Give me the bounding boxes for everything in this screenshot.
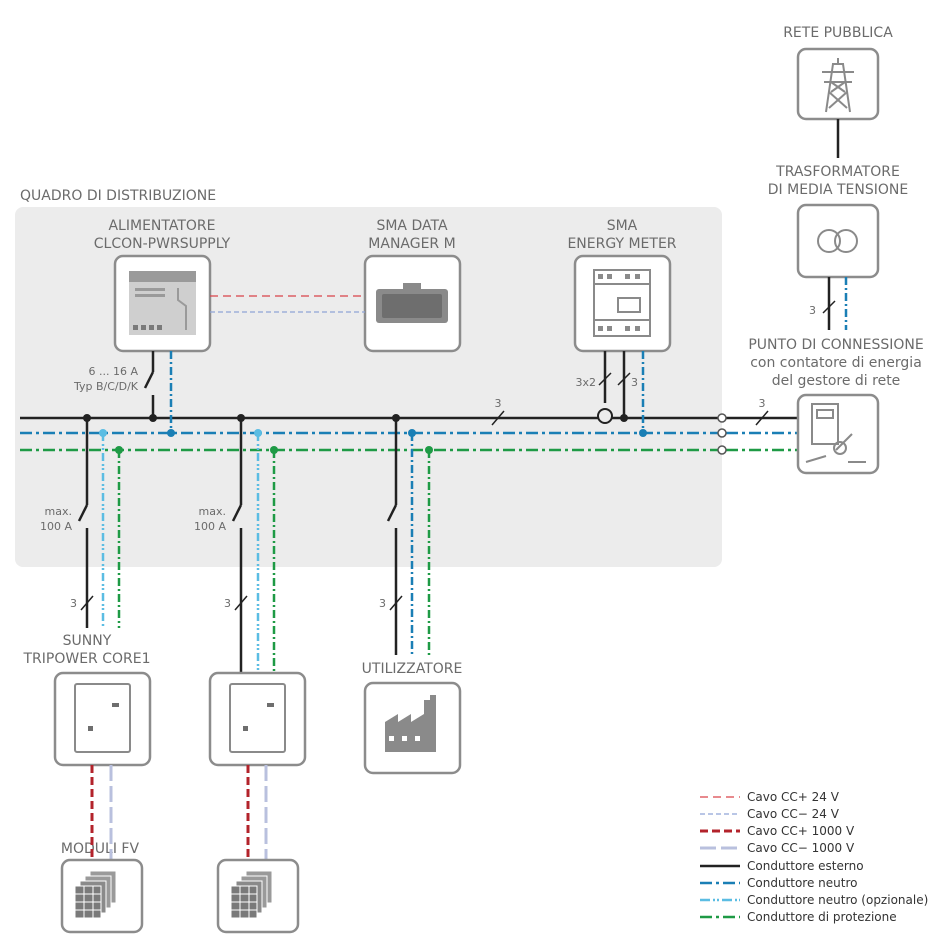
breaker-power-supply	[143, 371, 155, 389]
connection-point-label-3: del gestore di rete	[772, 373, 901, 389]
current-transformer-icon	[597, 408, 613, 424]
public-grid-device	[796, 47, 880, 121]
energy-meter-device	[573, 254, 672, 353]
legend-label-protective: Conduttore di protezione	[747, 910, 897, 924]
pv-modules-2-device	[216, 858, 300, 934]
data-manager-label: SMA DATA	[376, 218, 447, 234]
grid-conductor-count: 3	[759, 397, 766, 410]
breaker-inverter-2	[231, 504, 243, 522]
legend-label-dc-plus-1000v: Cavo CC+ 1000 V	[747, 824, 855, 838]
inverter-icon	[74, 683, 131, 753]
inverter-1-device	[53, 671, 152, 767]
breaker-consumer	[386, 504, 398, 522]
breaker-inv1-max: max.	[45, 505, 72, 518]
inverter-label-2: TRIPOWER CORE1	[22, 651, 150, 667]
inverter-2-device	[208, 671, 307, 767]
breaker-inverter-1	[77, 504, 89, 522]
legend-label-neutral-optional: Conduttore neutro (opzionale)	[747, 893, 928, 907]
legend: Cavo CC+ 24 V Cavo CC− 24 V Cavo CC+ 100…	[700, 790, 928, 924]
legend-label-dc-minus-1000v: Cavo CC− 1000 V	[747, 841, 855, 855]
transformer-device	[796, 203, 880, 279]
power-supply-label-2: CLCON-PWRSUPPLY	[94, 236, 231, 252]
pv-modules-label: MODULI FV	[61, 841, 140, 857]
consumer-device	[363, 681, 462, 775]
inv1-conductor-count: 3	[70, 597, 77, 610]
power-supply-device	[113, 254, 212, 353]
solar-panel-icon	[74, 870, 117, 919]
power-supply-label: ALIMENTATORE	[108, 218, 215, 234]
transformer-label-2: DI MEDIA TENSIONE	[768, 182, 908, 198]
transformer-conductor-count: 3	[809, 304, 816, 317]
terminal-outer	[717, 413, 727, 423]
connection-point-label: PUNTO DI CONNESSIONE	[748, 337, 923, 353]
breaker-inv2-max: max.	[199, 505, 226, 518]
inv2-conductor-count: 3	[224, 597, 231, 610]
connection-point-label-2: con contatore di energia	[750, 355, 922, 371]
energy-meter-label: SMA	[607, 218, 638, 234]
breaker-inv1-rating: 100 A	[40, 520, 72, 533]
meter-ct-count: 3x2	[575, 376, 596, 389]
inverter-label: SUNNY	[63, 633, 112, 649]
grid-meter-icon	[805, 403, 866, 463]
data-manager-icon	[376, 283, 448, 323]
din-rail-power-supply-icon	[129, 271, 196, 335]
breaker-ps-type: Typ B/C/D/K	[73, 380, 139, 393]
meter-voltage-count: 3	[631, 376, 638, 389]
public-grid-label: RETE PUBBLICA	[783, 25, 893, 41]
energy-meter-label-2: ENERGY METER	[567, 236, 676, 252]
legend-label-dc-minus-24v: Cavo CC− 24 V	[747, 807, 840, 821]
solar-panel-icon	[230, 870, 273, 919]
breaker-ps-rating: 6 ... 16 A	[89, 365, 139, 378]
breaker-inv2-rating: 100 A	[194, 520, 226, 533]
legend-label-neutral: Conduttore neutro	[747, 876, 857, 890]
terminal-protective	[717, 445, 727, 455]
legend-label-dc-plus-24v: Cavo CC+ 24 V	[747, 790, 840, 804]
consumer-conductor-count: 3	[379, 597, 386, 610]
data-manager-device	[363, 254, 462, 353]
connection-point-device	[796, 393, 880, 475]
transformer-icon	[817, 229, 841, 253]
pv-modules-1-device	[60, 858, 144, 934]
data-manager-label-2: MANAGER M	[368, 236, 455, 252]
factory-icon	[385, 695, 436, 752]
legend-label-outer-conductor: Conduttore esterno	[747, 859, 864, 873]
energy-meter-icon	[593, 269, 651, 337]
terminal-neutral	[717, 428, 727, 438]
transformer-label: TRASFORMATORE	[775, 164, 900, 180]
consumer-label: UTILIZZATORE	[362, 661, 463, 677]
inverter-icon	[229, 683, 286, 753]
power-pylon-icon	[822, 58, 854, 113]
distribution-board-label: QUADRO DI DISTRIBUZIONE	[20, 188, 216, 204]
busbar-conductor-count: 3	[495, 397, 502, 410]
